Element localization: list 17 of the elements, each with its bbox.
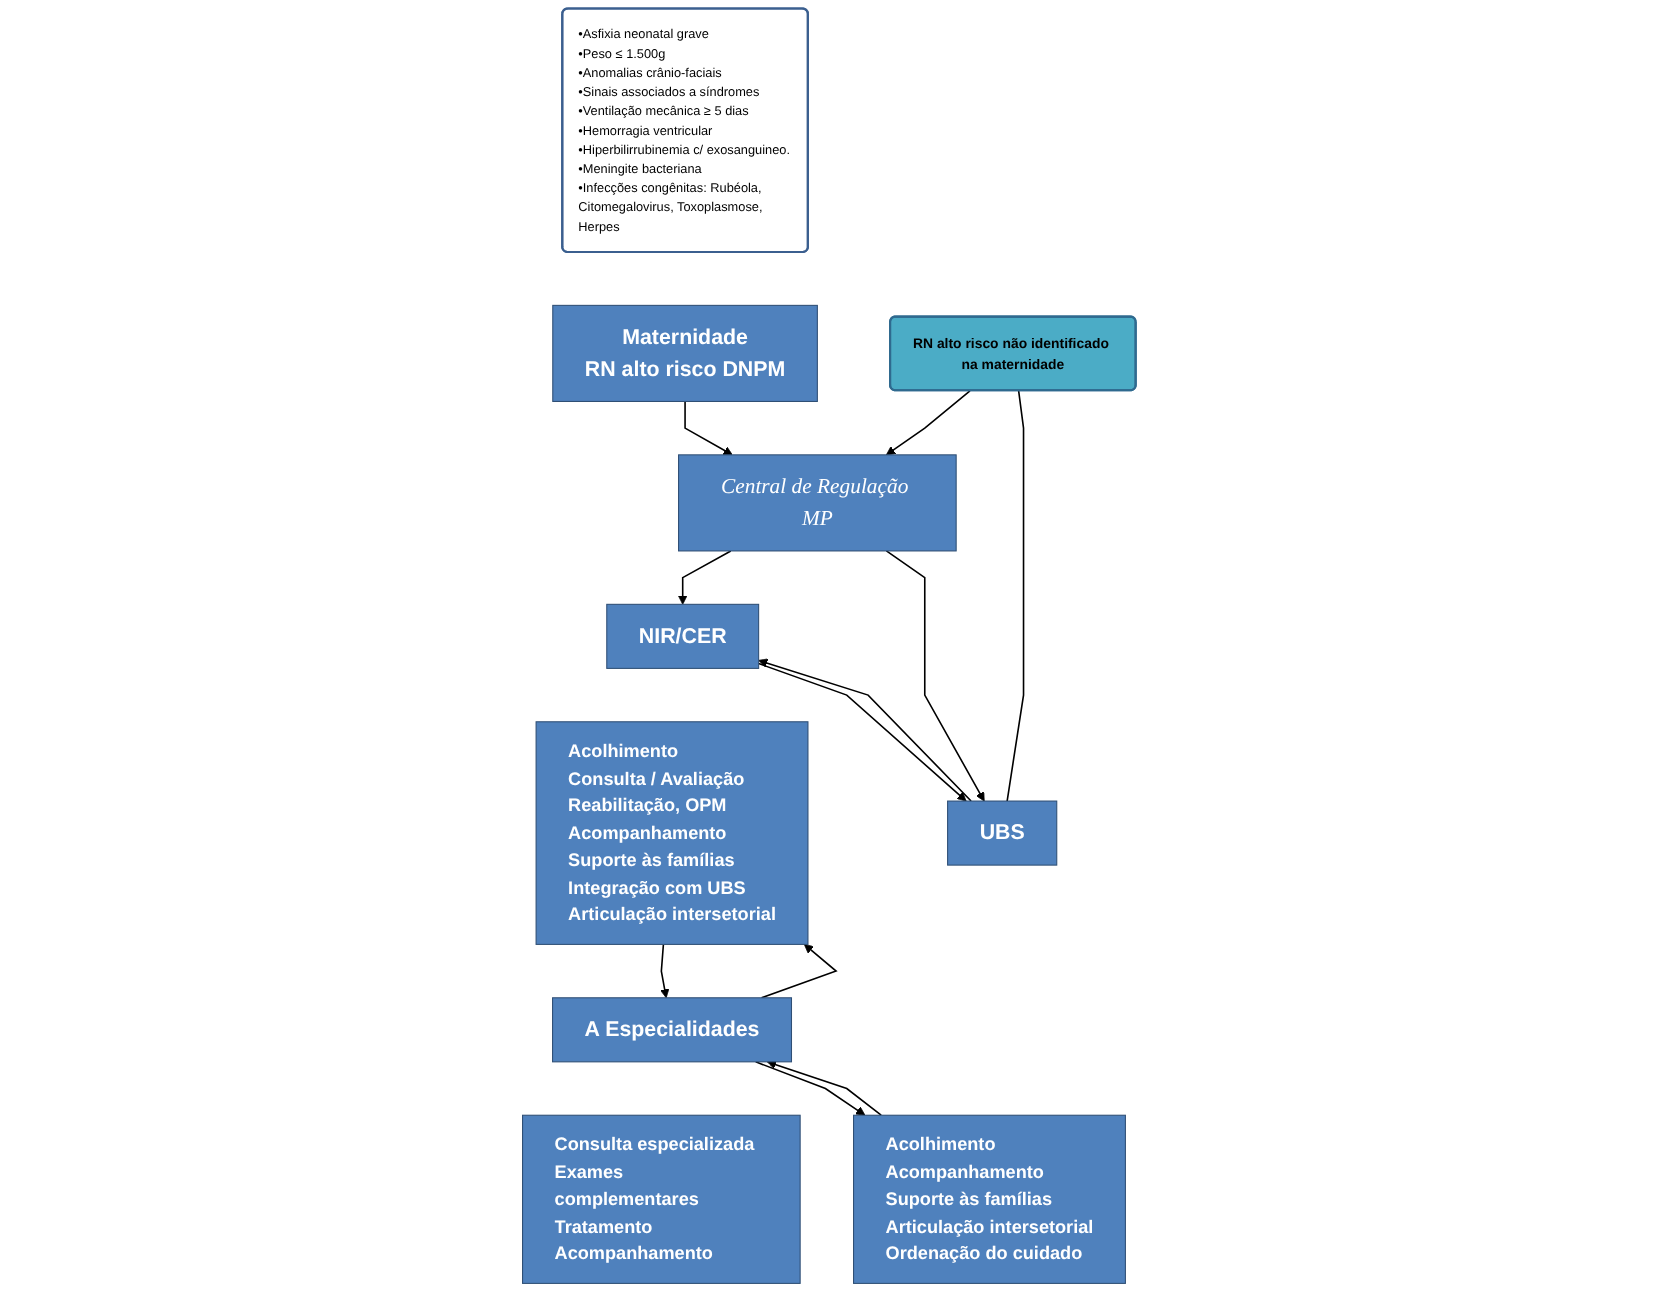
node-box: Consulta especializada Exames complementares Tratamento Acompanhamento bbox=[522, 1114, 802, 1284]
node-box: NIR/CER bbox=[607, 603, 761, 669]
node-box: Central de Regulação MP bbox=[678, 454, 958, 552]
arrow bbox=[767, 1060, 883, 1117]
connector bbox=[1007, 390, 1026, 802]
arrow bbox=[886, 550, 986, 802]
arrow bbox=[761, 944, 839, 999]
arrow bbox=[678, 550, 733, 605]
arrow bbox=[685, 400, 734, 456]
arrow bbox=[886, 390, 972, 456]
node-box: UBS bbox=[947, 800, 1059, 866]
arrow bbox=[755, 1061, 867, 1116]
node-box: Maternidade RN alto risco DNPM bbox=[553, 304, 819, 403]
node-box: Acolhimento Consulta / Avaliação Reabilitação, OPM Acompanhamento Suporte às famílias Integração com UBS Articulação intersetorial bbox=[536, 721, 810, 945]
arrow bbox=[660, 943, 671, 999]
node-box: Acolhimento Acompanhamento Suporte às famílias Articulação intersetorial Ordenação do cuidado bbox=[853, 1114, 1127, 1284]
node-box: A Especialidades bbox=[552, 997, 793, 1063]
